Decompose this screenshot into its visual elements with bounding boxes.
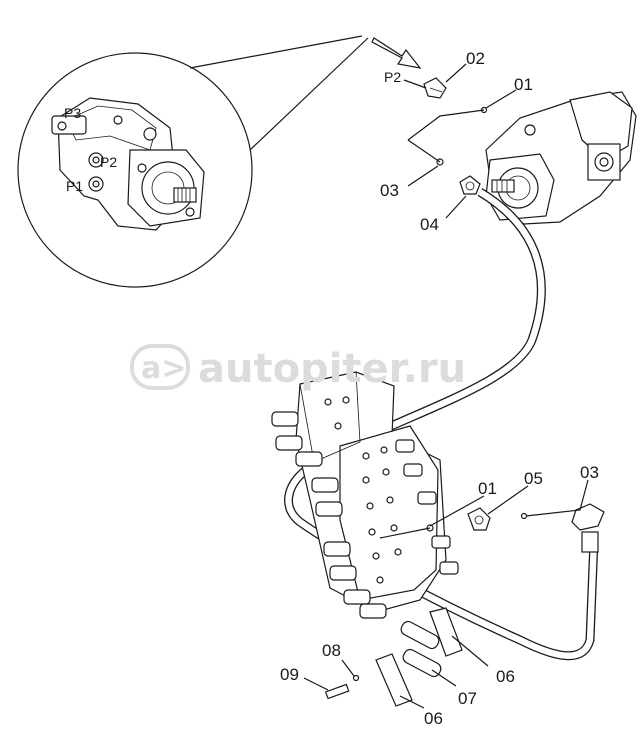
fitting-05 — [467, 507, 491, 531]
leader-02-01 — [407, 109, 485, 141]
oring-03-mid — [520, 512, 528, 520]
port-label-p2-detail: P2 — [100, 154, 117, 170]
clamp-06-upper — [400, 607, 463, 657]
callout-01-top: 01 — [514, 75, 533, 94]
callout-07: 07 — [458, 689, 477, 708]
port-label-p2-main: P2 — [384, 69, 401, 85]
port-label-p3: P3 — [64, 105, 81, 121]
fitting-04 — [459, 175, 481, 195]
bolt-09 — [324, 683, 350, 700]
leader-02 — [445, 63, 467, 83]
clamp-06-lower — [375, 653, 413, 707]
spool-caps — [271, 411, 459, 619]
leader-09 — [303, 677, 329, 691]
leader-06-right — [451, 635, 489, 667]
callout-06-right: 06 — [496, 667, 515, 686]
callout-09: 09 — [280, 665, 299, 684]
leader-06-bottom — [399, 695, 425, 709]
callout-06-bottom: 06 — [424, 709, 443, 728]
callout-02: 02 — [466, 49, 485, 68]
leader-07 — [431, 669, 457, 687]
control-valve — [271, 371, 459, 619]
detail-leader-top — [189, 35, 363, 69]
detail-pump-body — [51, 97, 205, 231]
callout-08: 08 — [322, 641, 341, 660]
clamp-07-spacer — [402, 648, 442, 678]
watermark-logo-icon — [130, 344, 190, 390]
watermark-logo: a> — [141, 351, 186, 386]
port-label-p1: P1 — [66, 178, 83, 194]
leader-01-top — [485, 89, 517, 109]
pump-shaft — [491, 179, 515, 193]
watermark: a> autopiter.ru — [130, 344, 466, 392]
hydraulic-hose — [284, 188, 605, 661]
detail-leader-bottom — [249, 37, 369, 151]
leader-04 — [445, 195, 467, 219]
leader-p2 — [403, 79, 427, 89]
fitting-02 — [423, 77, 447, 99]
leader-03-top — [407, 165, 439, 187]
washer-08 — [352, 674, 360, 682]
leader-01-valve — [379, 527, 431, 539]
detail-circle — [17, 52, 253, 288]
callout-03-top: 03 — [380, 181, 399, 200]
detail-view: P3 P2 P1 — [17, 35, 422, 288]
watermark-text: autopiter.ru — [198, 346, 466, 392]
leader-03-right — [525, 479, 589, 517]
leader-03-group — [407, 139, 441, 163]
callout-03-right: 03 — [580, 463, 599, 482]
callout-01-mid: 01 — [478, 479, 497, 498]
main-pump — [485, 91, 637, 225]
leader-01-mid — [429, 495, 485, 527]
callout-04: 04 — [420, 215, 439, 234]
view-direction-arrow-icon — [371, 37, 422, 69]
leader-05 — [487, 485, 529, 515]
callout-05: 05 — [524, 469, 543, 488]
leader-08 — [341, 659, 355, 677]
